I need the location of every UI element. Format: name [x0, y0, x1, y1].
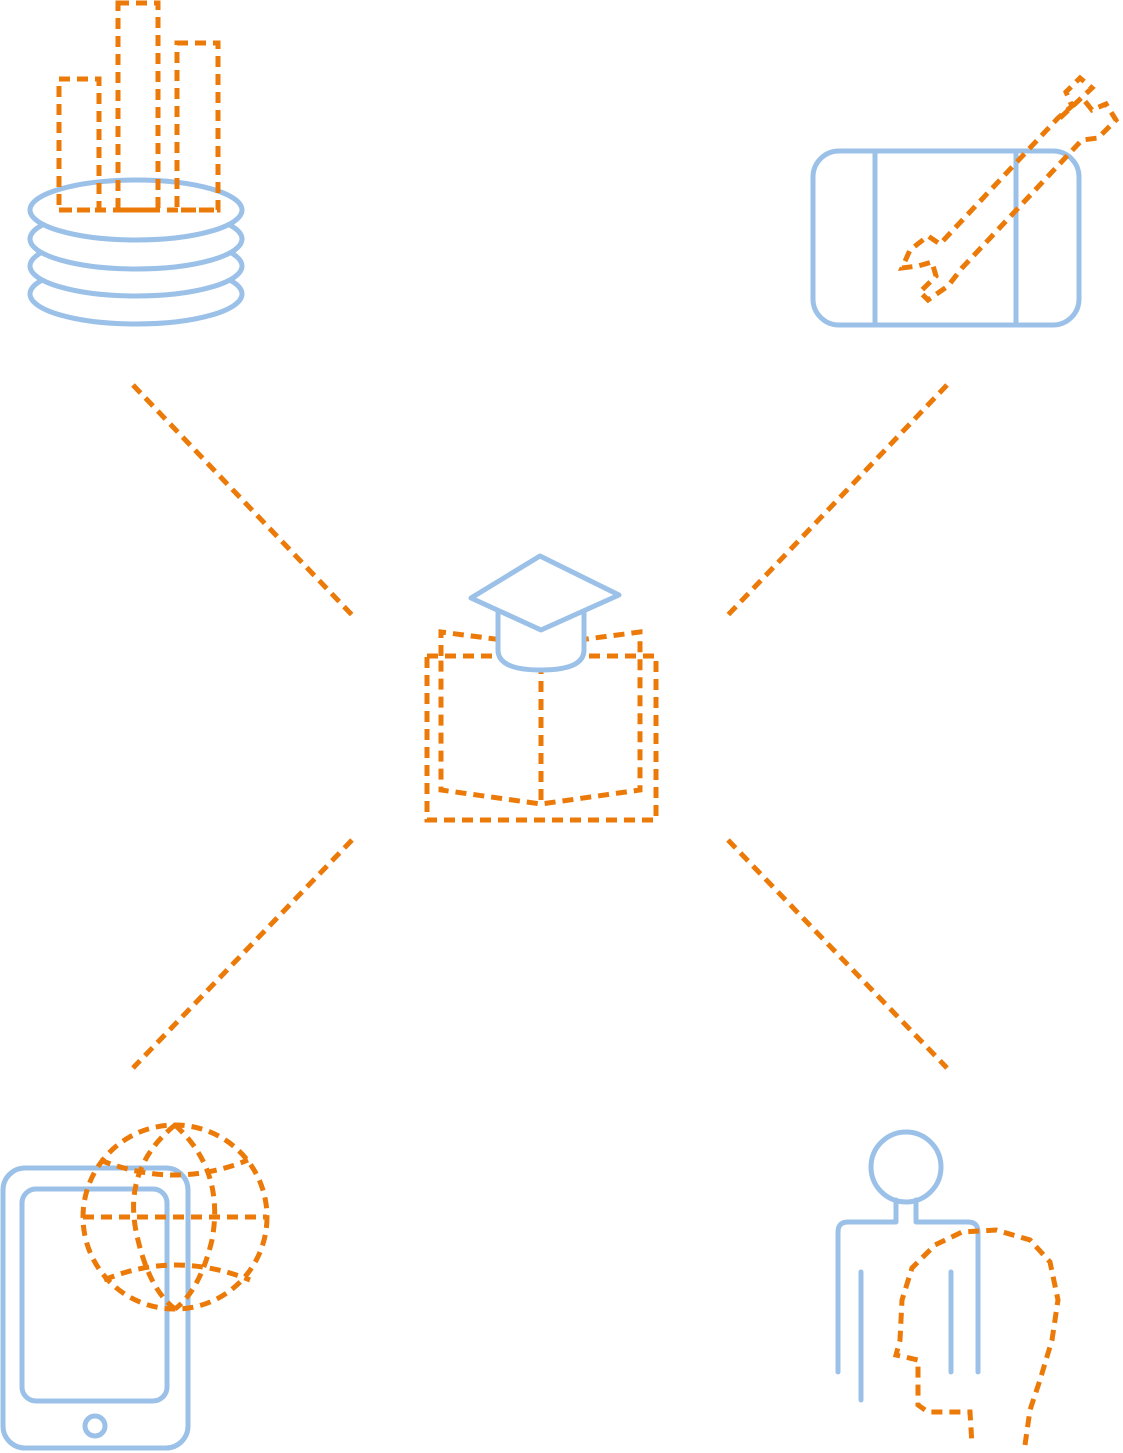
person-hand-icon [835, 1129, 1061, 1446]
person-head [868, 1129, 944, 1205]
connector-top-right [726, 383, 949, 617]
globe-meridian-right [173, 1123, 218, 1311]
server-wrench-icon [810, 74, 1120, 328]
globe-parallel-bottom [103, 1262, 251, 1283]
connector-bottom-left [131, 838, 354, 1070]
tablet-case [0, 1165, 191, 1451]
wrench-icon [897, 74, 1120, 304]
connector-bottom-right [726, 838, 949, 1070]
chart-bar-2 [115, 0, 161, 213]
hand-icon [892, 1227, 1061, 1446]
globe-parallel-top [99, 1157, 249, 1178]
grad-cap-board [468, 553, 622, 633]
tablet-home-button [82, 1413, 108, 1439]
tablet-screen [19, 1186, 170, 1404]
connector-top-left [131, 383, 354, 617]
grad-cap-skirt [495, 607, 587, 673]
globe-meridian-left [131, 1123, 177, 1311]
book-pages [438, 629, 643, 807]
graduation-cap-book-icon [424, 553, 659, 823]
tablet-globe-icon [0, 1122, 270, 1451]
database-bar-chart-icon [27, 0, 245, 327]
chart-bar-3 [174, 40, 221, 213]
server-case [810, 148, 1082, 328]
